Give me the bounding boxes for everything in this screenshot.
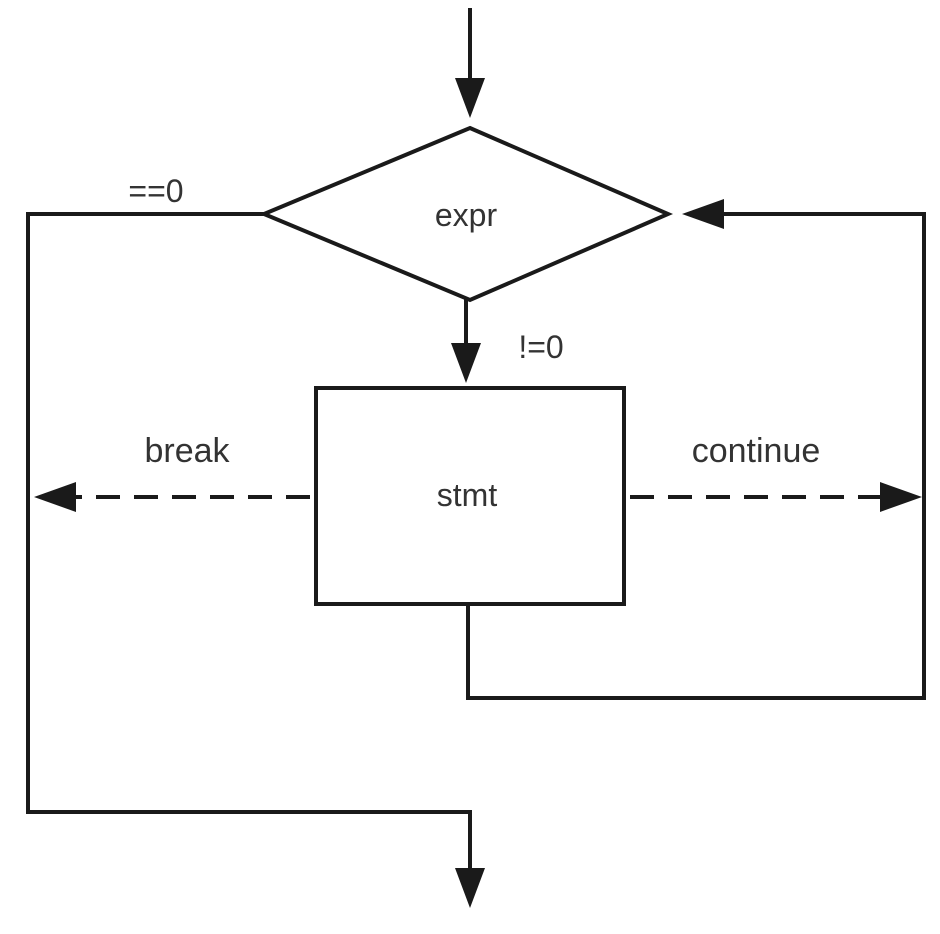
entry-arrow bbox=[455, 8, 485, 118]
false-branch-label: ==0 bbox=[128, 173, 183, 209]
break-edge: break bbox=[34, 432, 310, 512]
continue-label: continue bbox=[692, 432, 821, 470]
body-label: stmt bbox=[437, 477, 498, 513]
loop-back-edge bbox=[466, 199, 926, 700]
continue-edge: continue bbox=[630, 432, 922, 512]
false-branch-edge: ==0 bbox=[26, 173, 485, 908]
body-node: stmt bbox=[314, 386, 626, 606]
condition-label: expr bbox=[435, 197, 498, 233]
break-label: break bbox=[144, 432, 230, 470]
true-branch-label: !=0 bbox=[518, 329, 563, 365]
condition-node: expr bbox=[258, 125, 674, 303]
true-branch-edge: !=0 bbox=[451, 298, 564, 383]
